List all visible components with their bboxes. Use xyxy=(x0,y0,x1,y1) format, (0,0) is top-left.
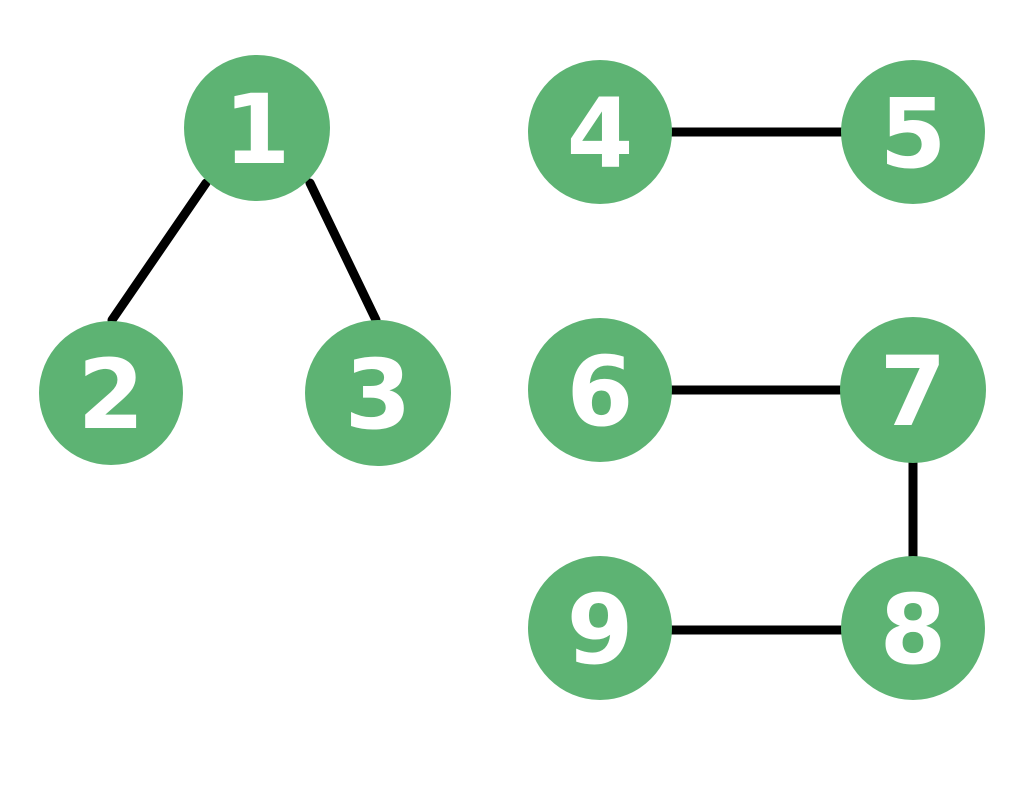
edges-layer xyxy=(107,127,918,635)
graph-node-2[interactable]: 2 xyxy=(39,321,183,465)
node-circle-1[interactable] xyxy=(184,55,330,201)
node-circle-9[interactable] xyxy=(528,556,672,700)
node-circle-3[interactable] xyxy=(305,320,451,466)
graph-node-4[interactable]: 4 xyxy=(528,60,672,204)
graph-node-7[interactable]: 7 xyxy=(840,317,986,463)
node-circle-7[interactable] xyxy=(840,317,986,463)
graph-node-3[interactable]: 3 xyxy=(305,320,451,466)
node-circle-6[interactable] xyxy=(528,318,672,462)
graph-node-6[interactable]: 6 xyxy=(528,318,672,462)
node-circle-4[interactable] xyxy=(528,60,672,204)
graph-node-5[interactable]: 5 xyxy=(841,60,985,204)
graph-edge-1-3 xyxy=(305,178,381,325)
graph-node-1[interactable]: 1 xyxy=(184,55,330,201)
node-circle-8[interactable] xyxy=(841,556,985,700)
node-circle-5[interactable] xyxy=(841,60,985,204)
node-circle-2[interactable] xyxy=(39,321,183,465)
graph-edge-1-2 xyxy=(107,178,211,325)
graph-node-8[interactable]: 8 xyxy=(841,556,985,700)
graph-node-9[interactable]: 9 xyxy=(528,556,672,700)
